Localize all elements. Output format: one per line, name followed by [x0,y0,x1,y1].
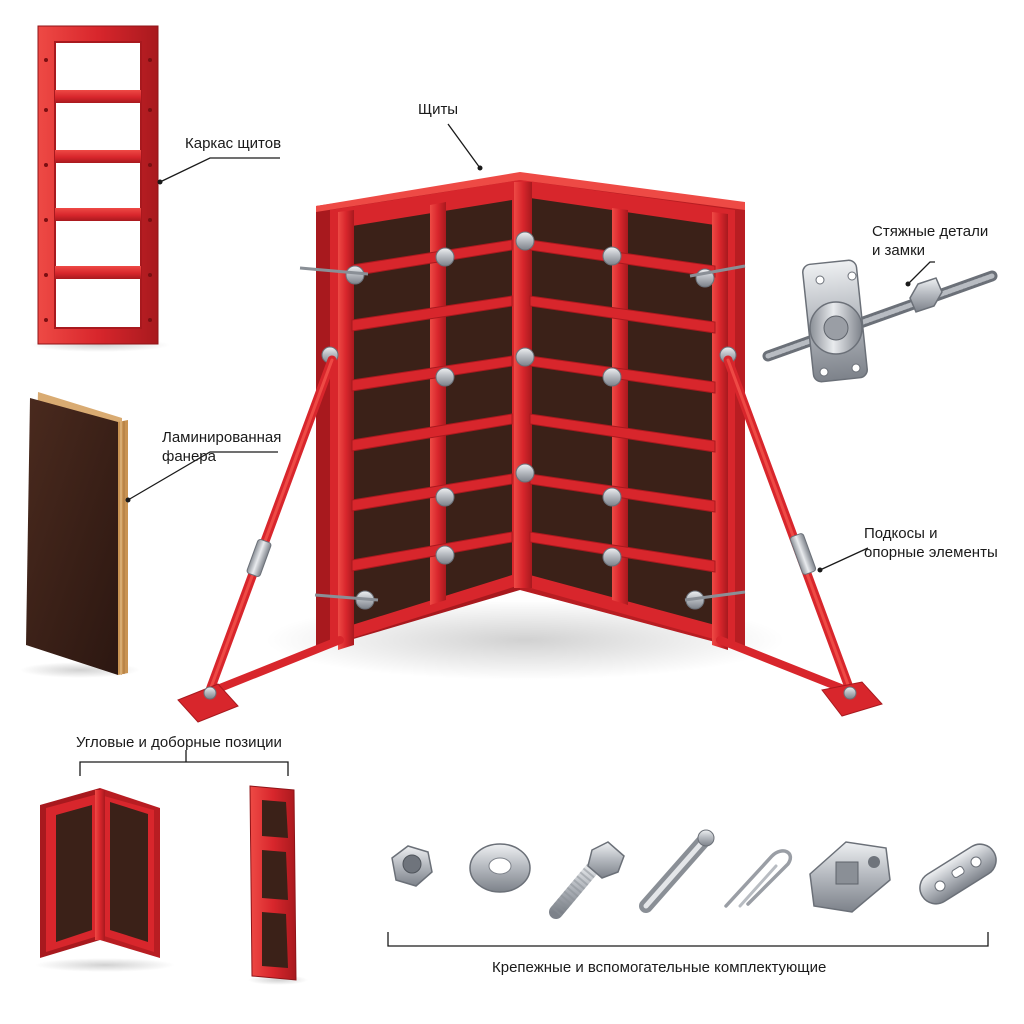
washer-icon [469,843,531,893]
bolt-icon [549,841,625,919]
label-corner-pieces: Угловые и доборные позиции [76,734,282,751]
leader-lines [79,123,989,947]
label-fasteners: Крепежные и вспомогательные комплектующи… [492,959,827,976]
label-shields: Щиты [418,101,459,118]
assembled-formwork-illustration [177,172,883,723]
tie-rod-assembly-illustration [762,259,998,383]
label-panel-frame: Каркас щитов [185,135,282,152]
filler-panel-illustration [248,785,308,985]
label-tie-parts: Стяжные детали и замки [872,222,988,260]
label-plywood: Ламинированная фанера [162,428,281,466]
clamp-icon [809,841,891,913]
cotter-pin-icon [724,849,793,908]
label-tie-parts-line2: и замки [872,242,926,259]
label-braces: Подкосы и опорные элементы [864,524,998,562]
label-plywood-line2: фанера [162,448,216,465]
connecting-plate-icon [919,843,997,905]
label-tie-parts-line1: Стяжные детали [872,223,989,240]
hex-nut-icon [391,845,433,887]
label-plywood-line1: Ламинированная [162,429,282,446]
corner-panel-illustration [35,788,175,972]
panel-frame-illustration [30,25,170,352]
pin-icon [639,829,715,913]
plywood-illustration [20,392,140,678]
label-braces-line1: Подкосы и [864,525,938,542]
label-braces-line2: опорные элементы [864,544,998,561]
